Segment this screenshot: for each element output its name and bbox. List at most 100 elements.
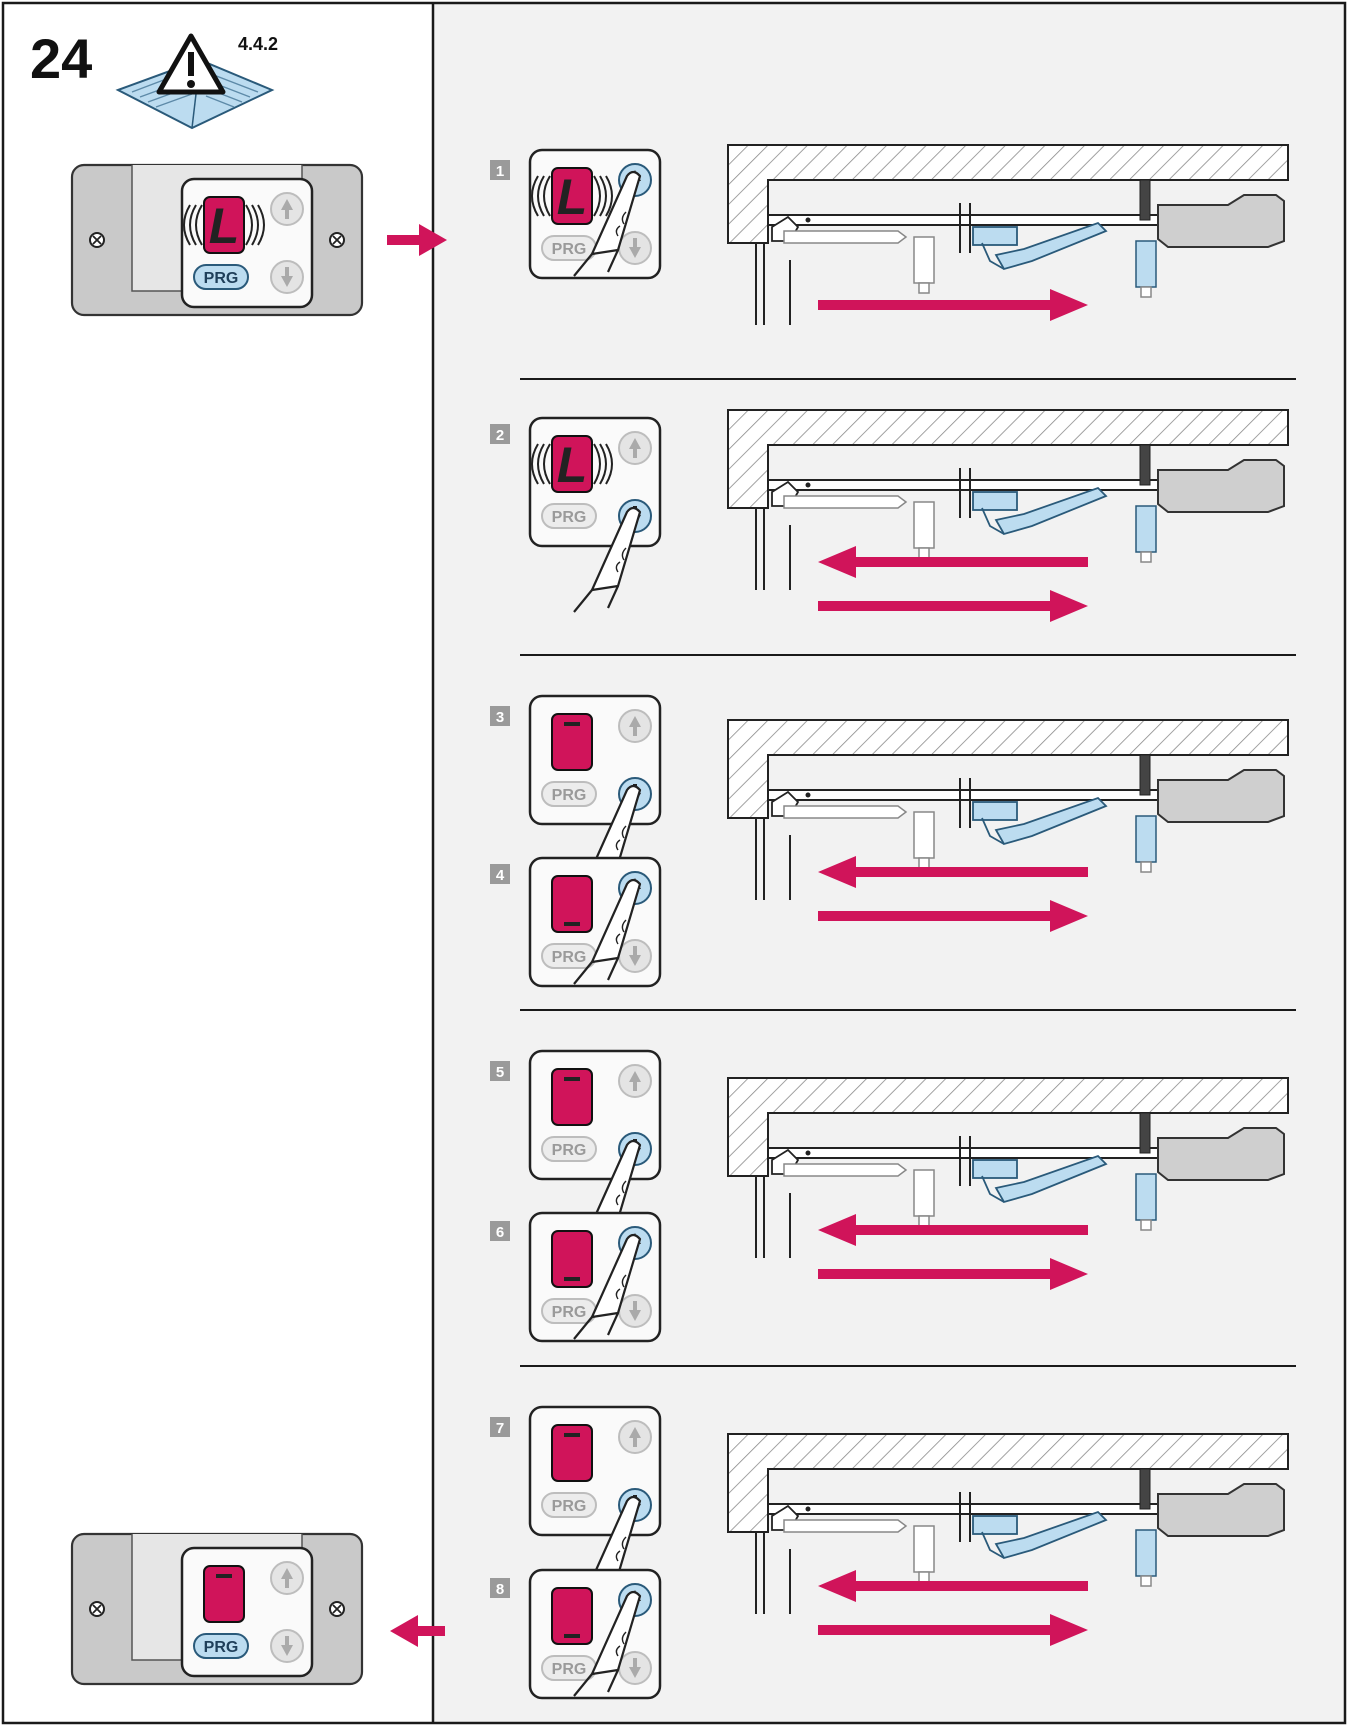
carriage: [972, 801, 1018, 821]
left-stopper: [913, 501, 935, 549]
door-frame: [755, 818, 791, 900]
prg-label: PRG: [552, 1304, 587, 1321]
prg-label: PRG: [552, 1142, 587, 1159]
prg-label: PRG: [552, 1498, 587, 1515]
control-unit-mounted-end: PRG: [70, 1532, 364, 1686]
segment-display: [551, 1424, 593, 1482]
up-button: [270, 1561, 304, 1595]
control-panel: PRG: [180, 1546, 314, 1678]
step-number: 4: [496, 867, 505, 884]
display-character: L: [557, 437, 588, 493]
segment-display: [551, 875, 593, 933]
up-button: [618, 1064, 652, 1098]
left-stopper: [913, 1525, 935, 1573]
step-number-badge: 8: [490, 1578, 510, 1598]
door-operator-diagram: [727, 409, 1289, 622]
prg-button: PRG: [541, 235, 597, 261]
blinking-indicator-icon: [183, 204, 265, 246]
motion-arrow-right-icon: [818, 590, 1088, 622]
control-panel: L PRG: [528, 416, 662, 613]
arrow-up-icon: [629, 1427, 641, 1447]
manual-warning-icon: [115, 33, 275, 130]
rail-break: [959, 468, 971, 518]
prg-button: PRG: [541, 1136, 597, 1162]
motion-arrow-left-icon: [818, 1214, 1088, 1246]
wall-hatching: [727, 719, 1289, 819]
wall-hatching: [727, 1433, 1289, 1533]
magenta-arrow-left-icon: [390, 1615, 445, 1647]
mounting-rod: [1139, 754, 1151, 796]
step-number-badge: 4: [490, 864, 510, 884]
prg-button: PRG: [541, 1492, 597, 1518]
mounting-rod: [1139, 444, 1151, 486]
segment-display: L: [203, 196, 245, 254]
door-frame: [755, 1532, 791, 1614]
prg-button: PRG: [541, 781, 597, 807]
arrow-down-icon: [629, 238, 641, 258]
display-character: L: [557, 169, 588, 225]
step-number: 3: [496, 709, 504, 726]
motor-housing: [1157, 1127, 1285, 1181]
prg-button: PRG: [541, 503, 597, 529]
display-segment: [564, 1277, 580, 1281]
control-panel: L PRG: [528, 148, 662, 280]
display-character: L: [209, 198, 240, 254]
screw-icon: [89, 232, 105, 248]
step-number: 5: [496, 1064, 504, 1081]
motion-arrow-right-icon: [818, 289, 1088, 321]
motion-arrow-right-icon: [818, 900, 1088, 932]
display-segment: [564, 1634, 580, 1638]
door-frame: [755, 243, 791, 325]
down-button: [270, 1629, 304, 1663]
left-stopper: [913, 236, 935, 284]
segment-display: L: [551, 167, 593, 225]
display-segment: [564, 1077, 580, 1081]
motion-arrow-left-icon: [818, 1570, 1088, 1602]
step-number-badge: 5: [490, 1061, 510, 1081]
pressing-finger-icon: [573, 1590, 642, 1697]
arrow-up-icon: [281, 199, 293, 219]
right-stopper: [1135, 1173, 1157, 1221]
step-number-badge: 2: [490, 424, 510, 444]
left-arm: [783, 805, 908, 819]
motion-arrow-right-icon: [818, 1614, 1088, 1646]
step-separators: [520, 378, 1296, 1367]
rail-break: [959, 1492, 971, 1542]
arrow-down-icon: [629, 1301, 641, 1321]
arrow-down-icon: [281, 1636, 293, 1656]
segment-display: L: [551, 435, 593, 493]
prg-label: PRG: [552, 787, 587, 804]
door-frame: [755, 508, 791, 590]
pressing-finger-icon: [573, 506, 642, 613]
arrow-up-icon: [629, 716, 641, 736]
rail-break: [959, 1136, 971, 1186]
prg-button: PRG: [193, 264, 249, 290]
down-button: [618, 1294, 652, 1328]
left-arm: [783, 230, 908, 244]
arrow-up-icon: [629, 438, 641, 458]
blinking-indicator-icon: [531, 443, 613, 485]
control-panel: PRG: [528, 856, 662, 988]
screw-icon: [329, 1601, 345, 1617]
doors-layer: [727, 144, 1289, 1646]
motor-housing: [1157, 1483, 1285, 1537]
wall-hatching: [727, 144, 1289, 244]
arrow-down-icon: [281, 267, 293, 287]
prg-button: PRG: [541, 943, 597, 969]
wall-hatching: [727, 409, 1289, 509]
mounting-plate: PRG: [70, 1532, 364, 1686]
rail-break: [959, 778, 971, 828]
left-arm: [783, 1519, 908, 1533]
prg-label: PRG: [552, 509, 587, 526]
segment-display: [551, 1068, 593, 1126]
right-stopper: [1135, 815, 1157, 863]
motion-arrow-left-icon: [818, 546, 1088, 578]
figure-number: 24: [30, 27, 92, 90]
segment-display: [203, 1565, 245, 1623]
left-arm: [783, 1163, 908, 1177]
left-stopper: [913, 1169, 935, 1217]
motor-housing: [1157, 459, 1285, 513]
step-number: 2: [496, 427, 504, 444]
step-number: 1: [496, 163, 504, 180]
